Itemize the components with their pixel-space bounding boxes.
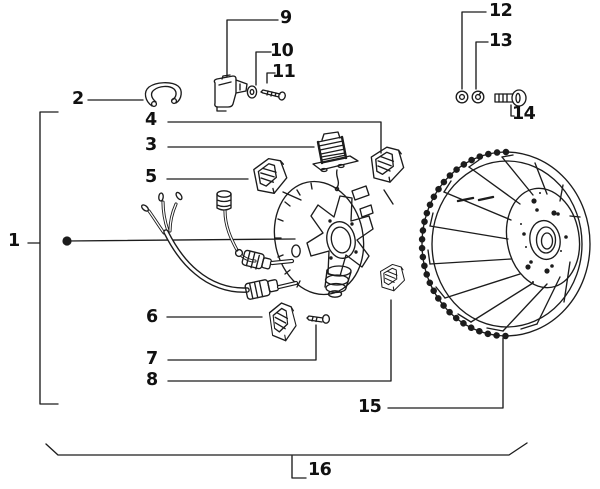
wire-harness [140, 190, 299, 300]
callout-label-5: 5 [145, 167, 157, 187]
part-4-block [368, 144, 407, 205]
part-14-bolt [494, 89, 527, 107]
leader-lines [45, 11, 528, 479]
callout-label-9: 9 [280, 8, 292, 28]
callout-label-10: 10 [270, 41, 294, 61]
part-6-block [266, 300, 300, 344]
leader-7 [167, 324, 317, 361]
leader-12 [461, 11, 487, 90]
leader-16 [291, 455, 307, 479]
stator-plate-assembly [273, 180, 374, 298]
callout-label-15: 15 [358, 397, 382, 417]
callout-label-14: 14 [512, 104, 536, 124]
leader-4 [167, 121, 382, 154]
part-9-bracket [213, 74, 248, 112]
leader-1 [27, 111, 296, 405]
part-12-washer [455, 90, 469, 104]
part-3-coil [312, 131, 359, 192]
callout-label-11: 11 [272, 62, 296, 82]
leader-8 [167, 299, 392, 382]
callout-label-8: 8 [146, 370, 158, 390]
callout-label-4: 4 [145, 110, 157, 130]
callout-label-16: 16 [308, 460, 332, 480]
callout-label-13: 13 [489, 31, 513, 51]
part-5-block [250, 154, 302, 201]
leader-14 [510, 104, 515, 117]
callout-label-7: 7 [146, 349, 158, 369]
callout-label-1: 1 [8, 231, 20, 251]
leader-11 [266, 72, 276, 84]
callout-label-12: 12 [489, 1, 513, 21]
part-11-screw [260, 89, 286, 101]
callout-label-3: 3 [145, 135, 157, 155]
leader-10 [255, 51, 272, 86]
leader-9 [226, 19, 279, 78]
part-8-block [378, 262, 407, 293]
callout-label-6: 6 [146, 307, 158, 327]
leader-13 [475, 41, 489, 90]
callout-label-2: 2 [72, 89, 84, 109]
part-2-clamp [144, 82, 182, 108]
leader-15 [387, 337, 504, 409]
part-10-washer [246, 85, 258, 99]
part-15-flywheel [418, 148, 591, 340]
part-13-spring-washer [471, 90, 485, 104]
part-7-screw [306, 314, 331, 324]
baseline-16 [45, 442, 528, 456]
